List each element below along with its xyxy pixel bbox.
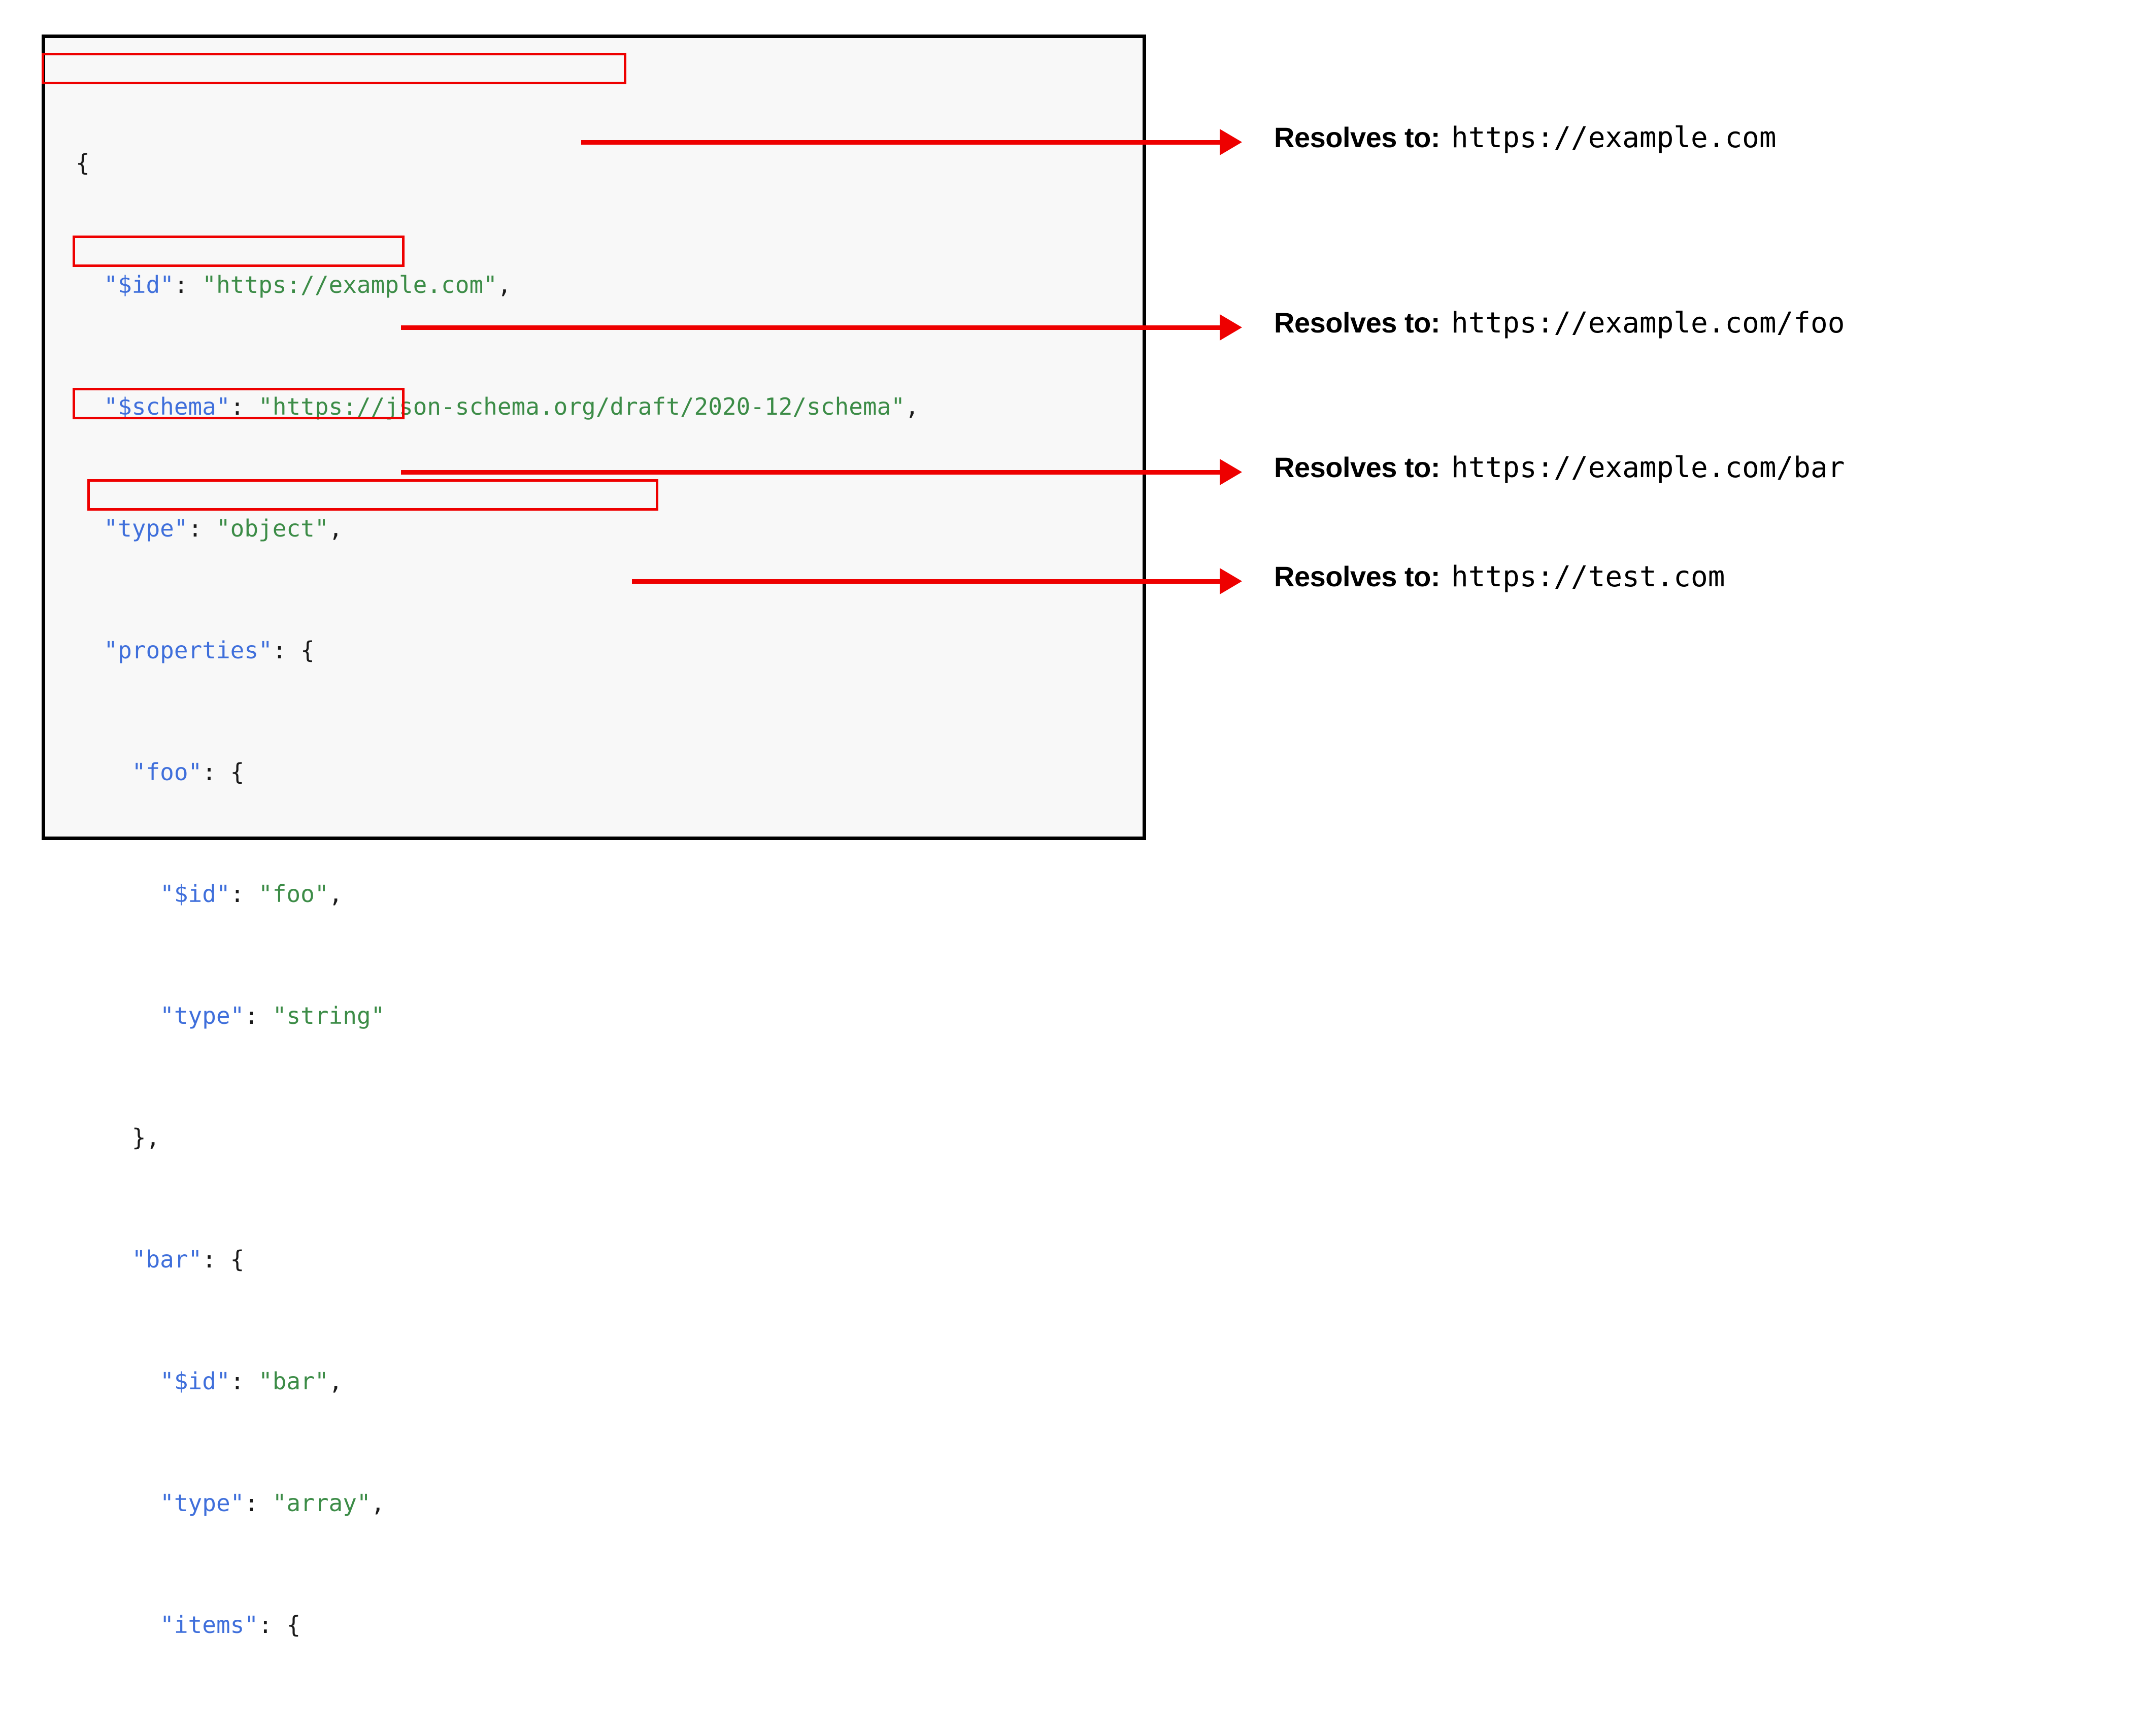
resolved-url-2: https://example.com/foo	[1451, 307, 1845, 340]
code-line-12-key: "type"	[160, 1489, 245, 1517]
code-line-2-value: "https://example.com"	[202, 271, 497, 298]
resolution-row-1: Resolves to: https://example.com	[1274, 121, 1777, 154]
code-line-6-key: "foo"	[131, 758, 203, 786]
code-line-1-text: {	[76, 149, 90, 177]
code-line-13: "items": {	[76, 1610, 919, 1640]
code-line-3: "$schema": "https://json-schema.org/draf…	[76, 391, 919, 422]
resolves-to-label-2: Resolves to:	[1274, 307, 1441, 339]
code-line-5-value: {	[300, 637, 315, 664]
resolves-to-label-3: Resolves to:	[1274, 451, 1441, 483]
json-schema-code-panel: { "$id": "https://example.com", "$schema…	[42, 35, 1146, 1736]
code-line-9-text: },	[131, 1124, 160, 1151]
resolved-url-3: https://example.com/bar	[1451, 451, 1845, 484]
code-line-3-key: "$schema"	[104, 393, 230, 420]
resolves-to-label-1: Resolves to:	[1274, 121, 1441, 153]
code-line-4-trailing: ,	[328, 515, 343, 542]
code-line-14-value: "https://test.com"	[286, 1733, 540, 1736]
code-line-11-colon: :	[230, 1367, 259, 1395]
resolution-row-2: Resolves to: https://example.com/foo	[1274, 306, 1845, 340]
arrow-line-4	[632, 579, 1220, 584]
code-line-5-colon: :	[272, 637, 301, 664]
code-listing: { "$id": "https://example.com", "$schema…	[76, 56, 919, 1736]
arrow-line-2	[401, 325, 1220, 330]
code-line-6: "foo": {	[76, 757, 919, 787]
code-line-13-value: {	[286, 1611, 301, 1639]
code-line-11-trailing: ,	[328, 1367, 343, 1395]
code-line-2-key: "$id"	[104, 271, 174, 298]
code-line-12-value: "array"	[272, 1489, 371, 1517]
code-line-10: "bar": {	[76, 1244, 919, 1275]
code-line-3-value: "https://json-schema.org/draft/2020-12/s…	[258, 393, 905, 420]
code-line-4-colon: :	[188, 515, 216, 542]
code-line-4-key: "type"	[104, 515, 188, 542]
code-line-12-colon: :	[244, 1489, 273, 1517]
code-line-9: },	[76, 1122, 919, 1153]
resolves-to-label-4: Resolves to:	[1274, 560, 1441, 592]
code-line-12: "type": "array",	[76, 1488, 919, 1518]
code-line-8-colon: :	[244, 1002, 273, 1029]
code-line-4-value: "object"	[216, 515, 329, 542]
arrow-head-2	[1220, 314, 1242, 341]
code-line-12-trailing: ,	[371, 1489, 385, 1517]
code-line-13-key: "items"	[160, 1611, 259, 1639]
arrow-line-1	[581, 140, 1220, 145]
code-line-8-key: "type"	[160, 1002, 245, 1029]
code-line-3-trailing: ,	[905, 393, 919, 420]
arrow-head-3	[1220, 459, 1242, 485]
code-line-10-colon: :	[202, 1246, 230, 1273]
resolution-row-3: Resolves to: https://example.com/bar	[1274, 451, 1845, 484]
code-line-14-key: "$id"	[188, 1733, 258, 1736]
resolved-url-1: https://example.com	[1451, 121, 1777, 154]
code-line-5: "properties": {	[76, 635, 919, 665]
arrow-line-3	[401, 470, 1220, 475]
code-line-7-trailing: ,	[328, 880, 343, 908]
code-line-5-key: "properties"	[104, 637, 273, 664]
code-line-4: "type": "object",	[76, 513, 919, 544]
code-line-2-trailing: ,	[497, 271, 512, 298]
code-line-8-value: "string"	[272, 1002, 385, 1029]
code-line-7-colon: :	[230, 880, 259, 908]
code-line-13-colon: :	[258, 1611, 287, 1639]
arrow-head-4	[1220, 568, 1242, 594]
code-line-3-colon: :	[230, 393, 259, 420]
resolution-row-4: Resolves to: https://test.com	[1274, 560, 1725, 593]
code-line-14-trailing: ,	[540, 1733, 554, 1736]
code-line-7: "$id": "foo",	[76, 879, 919, 909]
code-line-6-colon: :	[202, 758, 230, 786]
code-line-14-colon: :	[258, 1733, 286, 1736]
code-line-11-value: "bar"	[258, 1367, 329, 1395]
code-line-1: {	[76, 148, 919, 178]
code-line-2: "$id": "https://example.com",	[76, 270, 919, 300]
code-line-11-key: "$id"	[160, 1367, 230, 1395]
code-line-2-colon: :	[174, 271, 203, 298]
code-line-8: "type": "string"	[76, 1000, 919, 1031]
code-line-14: "$id": "https://test.com",	[76, 1731, 919, 1736]
arrow-head-1	[1220, 129, 1242, 155]
code-line-10-key: "bar"	[131, 1246, 203, 1273]
code-line-7-key: "$id"	[160, 880, 230, 908]
code-line-10-value: {	[230, 1246, 245, 1273]
code-line-7-value: "foo"	[258, 880, 329, 908]
code-line-6-value: {	[230, 758, 245, 786]
code-line-11: "$id": "bar",	[76, 1366, 919, 1396]
resolved-url-4: https://test.com	[1451, 560, 1725, 593]
